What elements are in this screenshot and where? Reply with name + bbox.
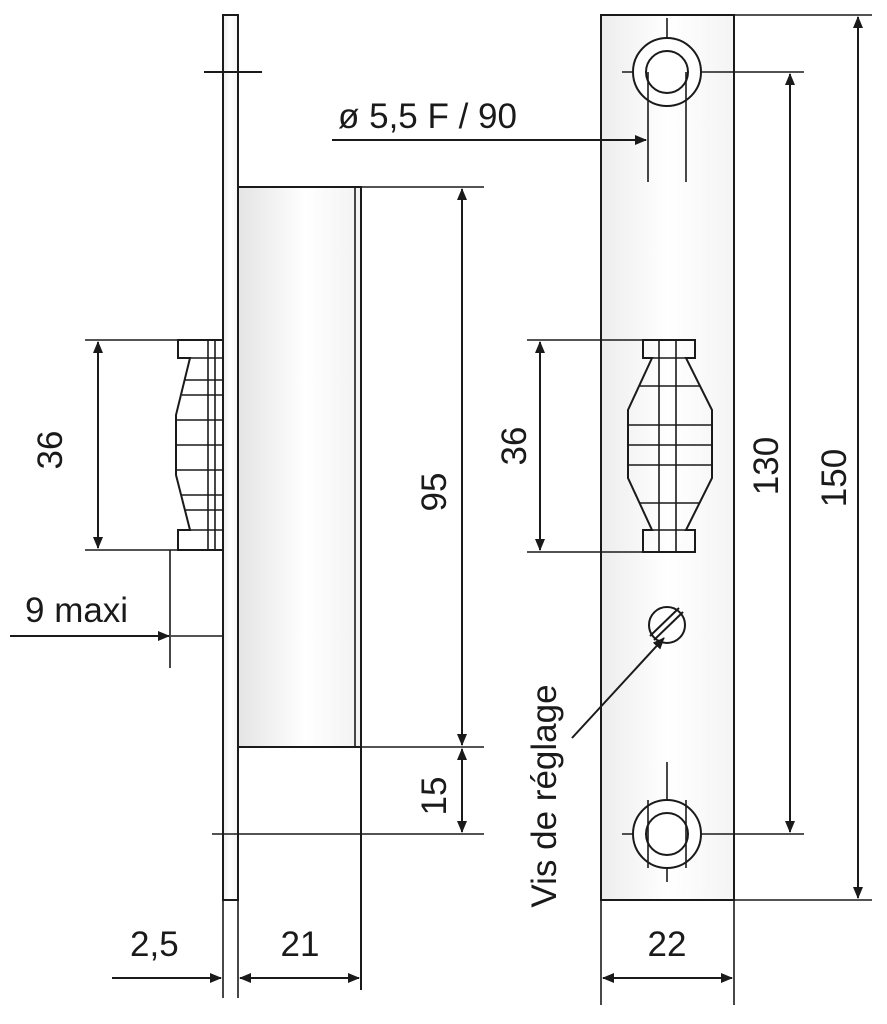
dim-150-label: 150 [815,449,854,507]
dim-9-maxi-label: 9 maxi [25,591,128,630]
adjustment-screw [648,606,686,644]
adjust-screw-label: Vis de réglage [525,684,564,907]
side-faceplate [222,14,239,901]
dim-15-label: 15 [415,777,454,816]
front-view: ø 5,5 F / 90 36 Vis de réglage [332,14,872,1005]
dim-2-5-label: 2,5 [130,925,179,964]
dim-22-label: 22 [648,925,687,964]
side-roller-latch [175,339,224,551]
front-roller-latch [627,339,713,553]
bottom-screw-hole [622,762,804,882]
dim-95-label: 95 [415,473,454,512]
hole-spec-label: ø 5,5 F / 90 [338,97,517,136]
side-lock-body [237,186,362,748]
top-screw-hole [622,18,804,182]
dim-21-label: 21 [281,925,320,964]
dim-36-left-label: 36 [31,431,70,470]
dim-36-right-label: 36 [495,427,534,466]
dim-130-label: 130 [747,437,786,495]
side-view: 36 9 maxi 95 15 2,5 21 [10,14,484,998]
